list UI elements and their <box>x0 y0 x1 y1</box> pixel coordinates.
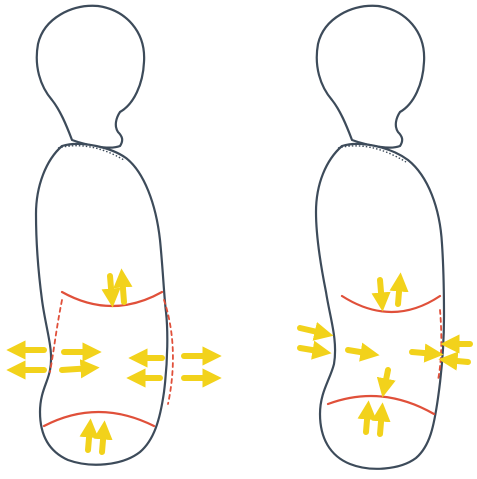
arrow-right-1 <box>380 280 382 304</box>
arrow-right-4 <box>380 410 382 434</box>
arrow-right-6 <box>300 328 326 334</box>
arrow-left-1 <box>110 276 112 300</box>
arrow-left-4 <box>102 428 104 452</box>
arrow-right-8 <box>348 350 372 354</box>
arrow-left-3 <box>88 426 90 450</box>
head-outline-right <box>317 6 424 148</box>
head-outline-left <box>37 6 144 148</box>
arrow-left-8 <box>62 368 92 370</box>
arrow-right-9 <box>412 352 436 354</box>
arrow-right-5 <box>384 370 388 390</box>
arrow-right-2 <box>398 280 400 304</box>
arrow-right-11 <box>446 360 468 362</box>
figure-right <box>300 6 470 469</box>
arrow-right-3 <box>366 408 368 432</box>
arrow-left-2 <box>122 276 124 302</box>
figure-left <box>14 6 214 465</box>
arrow-right-7 <box>300 348 324 352</box>
